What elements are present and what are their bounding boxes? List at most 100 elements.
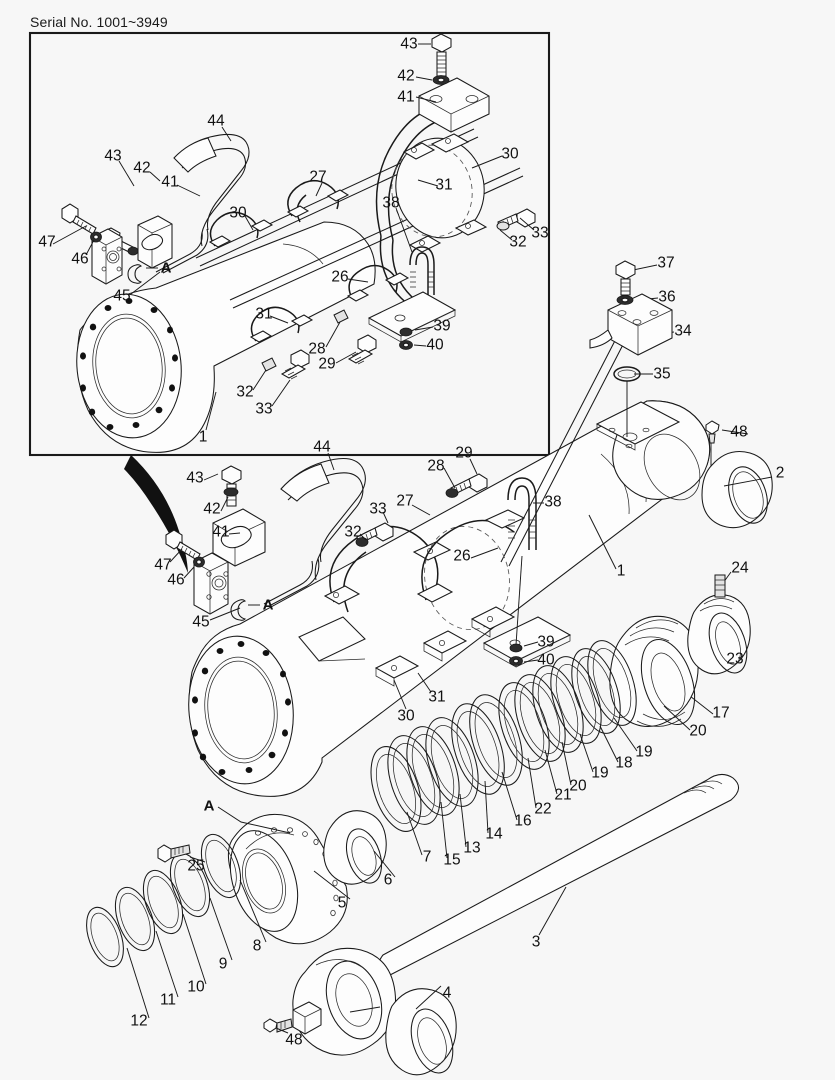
set-screw-24 (714, 574, 726, 598)
bushing-4 (385, 988, 457, 1076)
callout-26: 26 (331, 268, 349, 286)
callout-28: 28 (308, 340, 326, 358)
end-block-inset-left (61, 203, 123, 285)
grease-fitting-48-right (705, 420, 720, 470)
callout-22: 22 (534, 800, 552, 818)
bolt-33-inset-left (280, 349, 310, 380)
callout-43: 43 (104, 147, 122, 165)
callout-44: 44 (313, 438, 331, 456)
u-bolt-38-inset (409, 246, 435, 295)
callout-43: 43 (186, 469, 204, 487)
callout-41: 41 (161, 173, 179, 191)
cylinder-barrel-main (188, 400, 711, 797)
callout-1: 1 (616, 562, 626, 580)
washer-39-inset (399, 327, 413, 337)
callout-20: 20 (569, 777, 587, 795)
callout-44: 44 (207, 112, 225, 130)
callout-38: 38 (382, 194, 400, 212)
callout-28: 28 (427, 457, 445, 475)
washer-28-main (445, 488, 459, 498)
oring-45-main (230, 599, 247, 621)
fastener-32-inset-left (261, 357, 277, 372)
grease-fitting-48-bottom (263, 1018, 293, 1033)
callout-16: 16 (514, 812, 532, 830)
callout-10: 10 (187, 978, 205, 996)
callout-13: 13 (463, 839, 481, 857)
callout-3: 3 (531, 933, 541, 951)
hose-44-inset (155, 133, 250, 274)
clamp-27-inset (286, 179, 350, 223)
washer-39-main (509, 643, 523, 653)
bushing-6 (323, 810, 387, 885)
callout-31: 31 (255, 305, 273, 323)
gland-leader-lines (126, 806, 396, 1019)
washer-42-inset-left (127, 246, 139, 256)
bracket-41-inset-top (418, 77, 490, 133)
part-32-inset-right (496, 221, 510, 231)
callout-42: 42 (133, 159, 151, 177)
main-cylinder-assembly (165, 260, 773, 797)
callout-39: 39 (537, 633, 555, 651)
callout-32: 32 (236, 383, 254, 401)
seal-leader-lines (406, 705, 691, 859)
washer-42-main (223, 487, 239, 497)
u-bolt-38-main (507, 477, 537, 550)
rod-leader-lines (275, 886, 567, 1034)
callout-9: 9 (218, 955, 228, 973)
callout-11: 11 (159, 991, 177, 1009)
end-block-main (165, 529, 229, 615)
inset-leader-lines (52, 43, 675, 431)
callout-42: 42 (203, 500, 221, 518)
transition-arrow (124, 455, 188, 573)
rod-assembly (263, 773, 740, 1076)
serial-number-label: Serial No. 1001~3949 (30, 14, 168, 30)
callout-8: 8 (252, 937, 262, 955)
callout-31: 31 (428, 688, 446, 706)
clamp-26-main (416, 509, 526, 631)
callout-47: 47 (154, 556, 172, 574)
callout-26: 26 (453, 547, 471, 565)
callout-12: 12 (130, 1012, 148, 1030)
callout-30: 30 (397, 707, 415, 725)
callout-33: 33 (369, 500, 387, 518)
fastener-28-inset (333, 309, 349, 324)
callout-27: 27 (396, 492, 414, 510)
gland-5 (227, 813, 348, 945)
callout-A: A (262, 596, 274, 614)
callout-33: 33 (255, 400, 273, 418)
callout-30: 30 (229, 204, 247, 222)
callout-6: 6 (383, 871, 393, 889)
hose-44-main (263, 457, 366, 606)
callout-1: 1 (198, 428, 208, 446)
callout-A: A (203, 797, 215, 815)
callout-18: 18 (615, 754, 633, 772)
washer-32-main (355, 537, 369, 547)
bolt-29-inset (347, 334, 377, 365)
clamp-plate-30-31 (374, 606, 516, 687)
callout-47: 47 (38, 233, 56, 251)
callout-29: 29 (455, 444, 473, 462)
callout-38: 38 (544, 493, 562, 511)
callout-33: 33 (531, 224, 549, 242)
bracket-41-inset-left (137, 215, 173, 269)
callout-19: 19 (635, 743, 653, 761)
bolt-43-inset-top (431, 33, 452, 77)
callout-25: 25 (187, 857, 205, 875)
bolt-37 (615, 260, 636, 296)
callout-20: 20 (689, 722, 707, 740)
callout-14: 14 (485, 825, 503, 843)
callout-21: 21 (554, 786, 572, 804)
callout-48: 48 (285, 1031, 303, 1049)
callout-4: 4 (442, 984, 452, 1002)
callout-7: 7 (422, 848, 432, 866)
inset-cylinder-barrel (76, 221, 376, 453)
ring-23 (687, 594, 751, 675)
callout-5: 5 (337, 894, 347, 912)
callout-36: 36 (658, 288, 676, 306)
mount-plate-inset (367, 291, 457, 343)
bolt-43-main (221, 465, 242, 507)
oring-45-inset (127, 264, 142, 284)
piston-seal-stack (370, 574, 751, 859)
callout-35: 35 (653, 365, 671, 383)
